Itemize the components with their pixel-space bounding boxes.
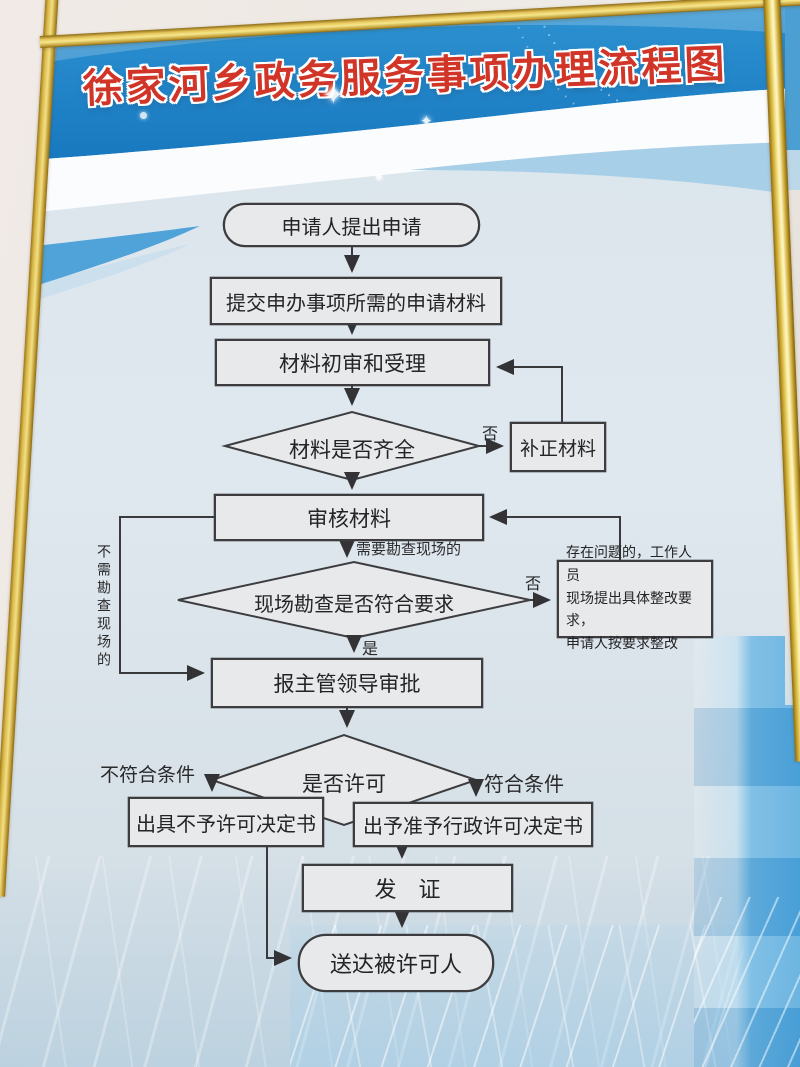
flow-node-approval: 报主管领导审批	[211, 658, 483, 708]
flow-node-rectify-line2: 现场提出具体整改要求，	[566, 590, 692, 630]
flow-node-deny: 出具不予许可决定书	[128, 797, 324, 847]
flow-node-submit-label: 提交申办事项所需的申请材料	[226, 290, 486, 315]
flow-node-rectify-line3: 申请人按要求整改	[566, 636, 678, 653]
flow-node-start-label: 申请人提出申请	[281, 214, 422, 239]
flow-node-deliver-label: 送达被许可人	[329, 953, 462, 978]
header-swoosh-art	[0, 0, 800, 300]
edge-label-qualified: 符合条件	[484, 772, 564, 796]
flow-node-deny-label: 出具不予许可决定书	[136, 811, 316, 836]
decision-label-complete-check: 材料是否齐全	[289, 438, 415, 462]
flow-node-rectify-line1: 存在问题的，工作人员	[566, 545, 692, 584]
edge-label-yes: 是	[362, 639, 379, 658]
decision-label-site-check: 现场勘查是否符合要求	[254, 592, 454, 616]
header-pale-blue-wedge	[410, 142, 800, 196]
flow-node-issue-label: 发 证	[374, 878, 441, 903]
edge-label-no-1: 否	[482, 424, 499, 443]
flow-node-submit: 提交申办事项所需的申请材料	[210, 277, 502, 325]
flow-node-review: 审核材料	[214, 494, 484, 541]
header-left-blue-wedge	[0, 226, 200, 298]
flow-node-approval-label: 报主管领导审批	[273, 672, 421, 696]
flow-node-grant: 出予准予行政许可决定书	[353, 802, 593, 847]
sparkle-dot-icon	[376, 174, 382, 180]
edge-label-not-qualified: 不符合条件	[100, 764, 196, 786]
edge-review-approval-left-path	[119, 516, 214, 681]
edge-rectify-review	[489, 509, 621, 560]
flow-node-issue: 发 证	[302, 864, 513, 912]
decision-label-permit-check: 是否许可	[302, 772, 386, 796]
edge-supplement-initialreview	[496, 359, 563, 422]
header-left-pale-wedge	[0, 244, 190, 300]
edge-deny-deliver	[266, 847, 292, 966]
flow-node-rectify: 存在问题的，工作人员 现场提出具体整改要求， 申请人按要求整改	[557, 545, 713, 652]
flow-node-review-label: 审核材料	[307, 506, 391, 531]
sparkle-dot-icon	[140, 112, 147, 119]
flow-node-initial-review: 材料初审和受理	[215, 339, 490, 386]
flow-node-supplement-label: 补正材料	[519, 437, 596, 460]
flow-node-deliver: 送达被许可人	[298, 934, 494, 992]
right-band-lines-decor	[694, 897, 800, 1067]
sparkle-dot-icon	[300, 140, 305, 145]
flow-node-start: 申请人提出申请	[223, 203, 480, 247]
flow-node-supplement: 补正材料	[510, 422, 606, 472]
header-blue-band	[0, 0, 800, 162]
header-white-swoosh	[0, 88, 800, 216]
flow-node-grant-label: 出予准予行政许可决定书	[363, 814, 583, 838]
edge-label-no-2: 否	[525, 574, 542, 593]
edge-label-no-survey: 不需勘查现场的	[95, 544, 111, 670]
edge-label-need-survey: 需要勘查现场的	[356, 540, 462, 558]
flow-node-initial-review-label: 材料初审和受理	[279, 351, 426, 376]
